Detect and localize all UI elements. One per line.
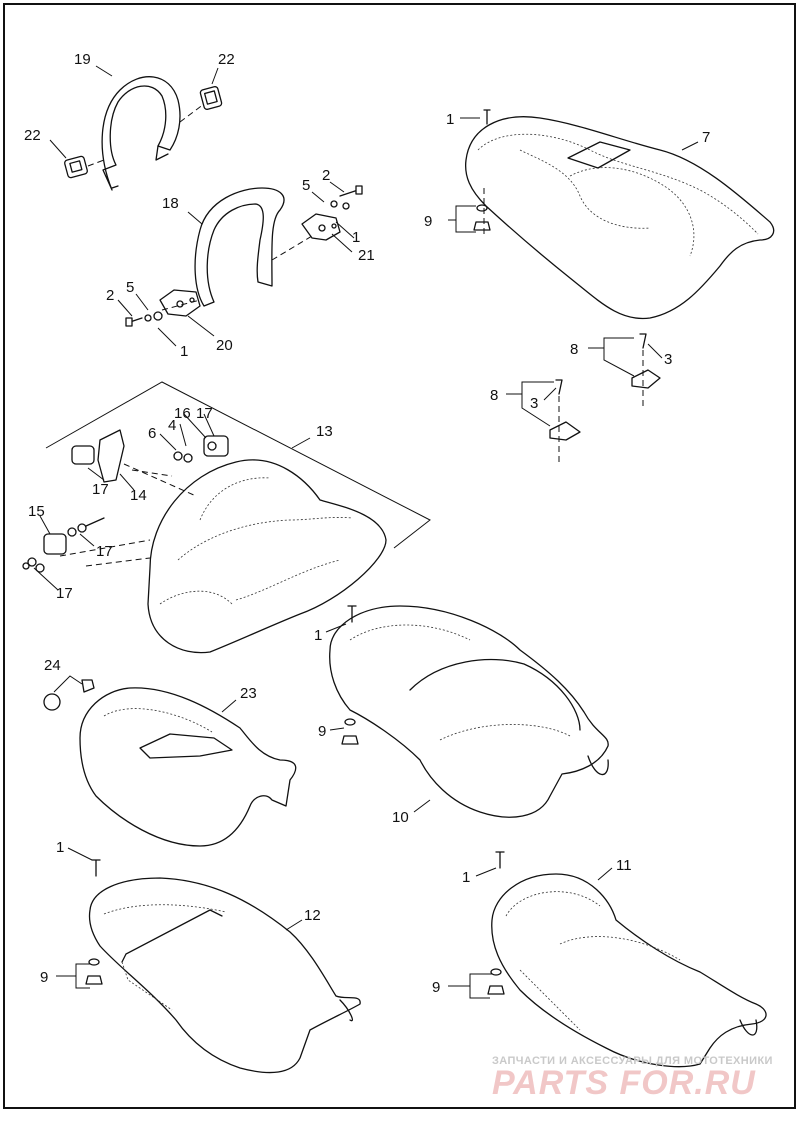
fastener-group-10: [341, 605, 359, 745]
part-10-seat: [329, 605, 609, 818]
callout-10: 10: [392, 809, 409, 826]
part-19-backrest-hoop: [101, 76, 181, 191]
watermark-caption: ЗАПЧАСТИ И АКСЕССУАРЫ ДЛЯ МОТОТЕХНИКИ: [492, 1055, 773, 1067]
callout-18: 18: [162, 195, 179, 212]
callout-21: 21: [358, 247, 375, 264]
part-23-solo-seat: [79, 687, 297, 847]
fastener-group-12: [85, 859, 103, 985]
part-11-seat: [491, 873, 767, 1068]
part-20-bracket: [159, 289, 201, 317]
part-13-backrest-pad: [147, 459, 387, 654]
callout-7: 7: [702, 129, 710, 146]
callout-17-bottom: 17: [56, 585, 73, 602]
callout-23: 23: [240, 685, 257, 702]
callout-9-seat7: 9: [424, 213, 432, 230]
callout-1-seat11: 1: [462, 869, 470, 886]
callout-11: 11: [616, 857, 632, 874]
callout-20: 20: [216, 337, 233, 354]
callout-1-seat12: 1: [56, 839, 64, 856]
part-8-clip: [549, 333, 661, 466]
callout-22-left: 22: [24, 127, 41, 144]
part-12-seat: [88, 877, 361, 1074]
callout-9-seat11: 9: [432, 979, 440, 996]
callout-24: 24: [44, 657, 61, 674]
callout-22-top: 22: [218, 51, 235, 68]
callout-15: 15: [28, 503, 45, 520]
watermark-logo: PARTS FOR.RU: [492, 1064, 756, 1102]
callout-16: 16: [174, 405, 191, 422]
callout-17-left: 17: [92, 481, 109, 498]
part-14-mount: [71, 429, 125, 483]
callout-17-top: 17: [196, 405, 213, 422]
callout-2-top: 2: [322, 167, 330, 184]
callout-2-left: 2: [106, 287, 114, 304]
part-7-seat: [464, 116, 775, 320]
hardware-bolts: [125, 185, 363, 327]
callout-14: 14: [130, 487, 147, 504]
callout-6: 6: [148, 425, 156, 442]
callout-12: 12: [304, 907, 321, 924]
callout-9-seat12: 9: [40, 969, 48, 986]
callout-1-seat10: 1: [314, 627, 322, 644]
part-16-knob: [173, 435, 229, 463]
callout-17-mid: 17: [96, 543, 113, 560]
callout-3-lower: 3: [530, 395, 538, 412]
callout-9-seat10: 9: [318, 723, 326, 740]
part-24-plug: [43, 675, 95, 711]
callout-19: 19: [74, 51, 91, 68]
callout-labels: 19 22 22 18 2 5 1 21 2 5 1 20 1 7 9 8 3 …: [24, 51, 710, 996]
callout-5-left: 5: [126, 279, 134, 296]
callout-1-seat7: 1: [446, 111, 454, 128]
leader-lines: [33, 65, 699, 999]
callout-3-upper: 3: [664, 351, 672, 368]
diagram-frame: [3, 3, 796, 1109]
fastener-group-7: [473, 109, 491, 234]
callout-1-left: 1: [180, 343, 188, 360]
callout-4: 4: [168, 417, 176, 434]
callout-13: 13: [316, 423, 333, 440]
watermark: ЗАПЧАСТИ И АКСЕССУАРЫ ДЛЯ МОТОТЕХНИКИ PA…: [492, 1055, 773, 1102]
part-21-bracket: [301, 213, 341, 241]
callout-8-upper: 8: [570, 341, 578, 358]
callout-5-top: 5: [302, 177, 310, 194]
part-15-knob: [22, 517, 105, 573]
part-22-pad: [64, 86, 223, 179]
part-18-backrest-frame: [194, 187, 285, 307]
callout-1-bracket: 1: [352, 229, 360, 246]
fastener-group-11: [487, 851, 505, 995]
callout-8-lower: 8: [490, 387, 498, 404]
